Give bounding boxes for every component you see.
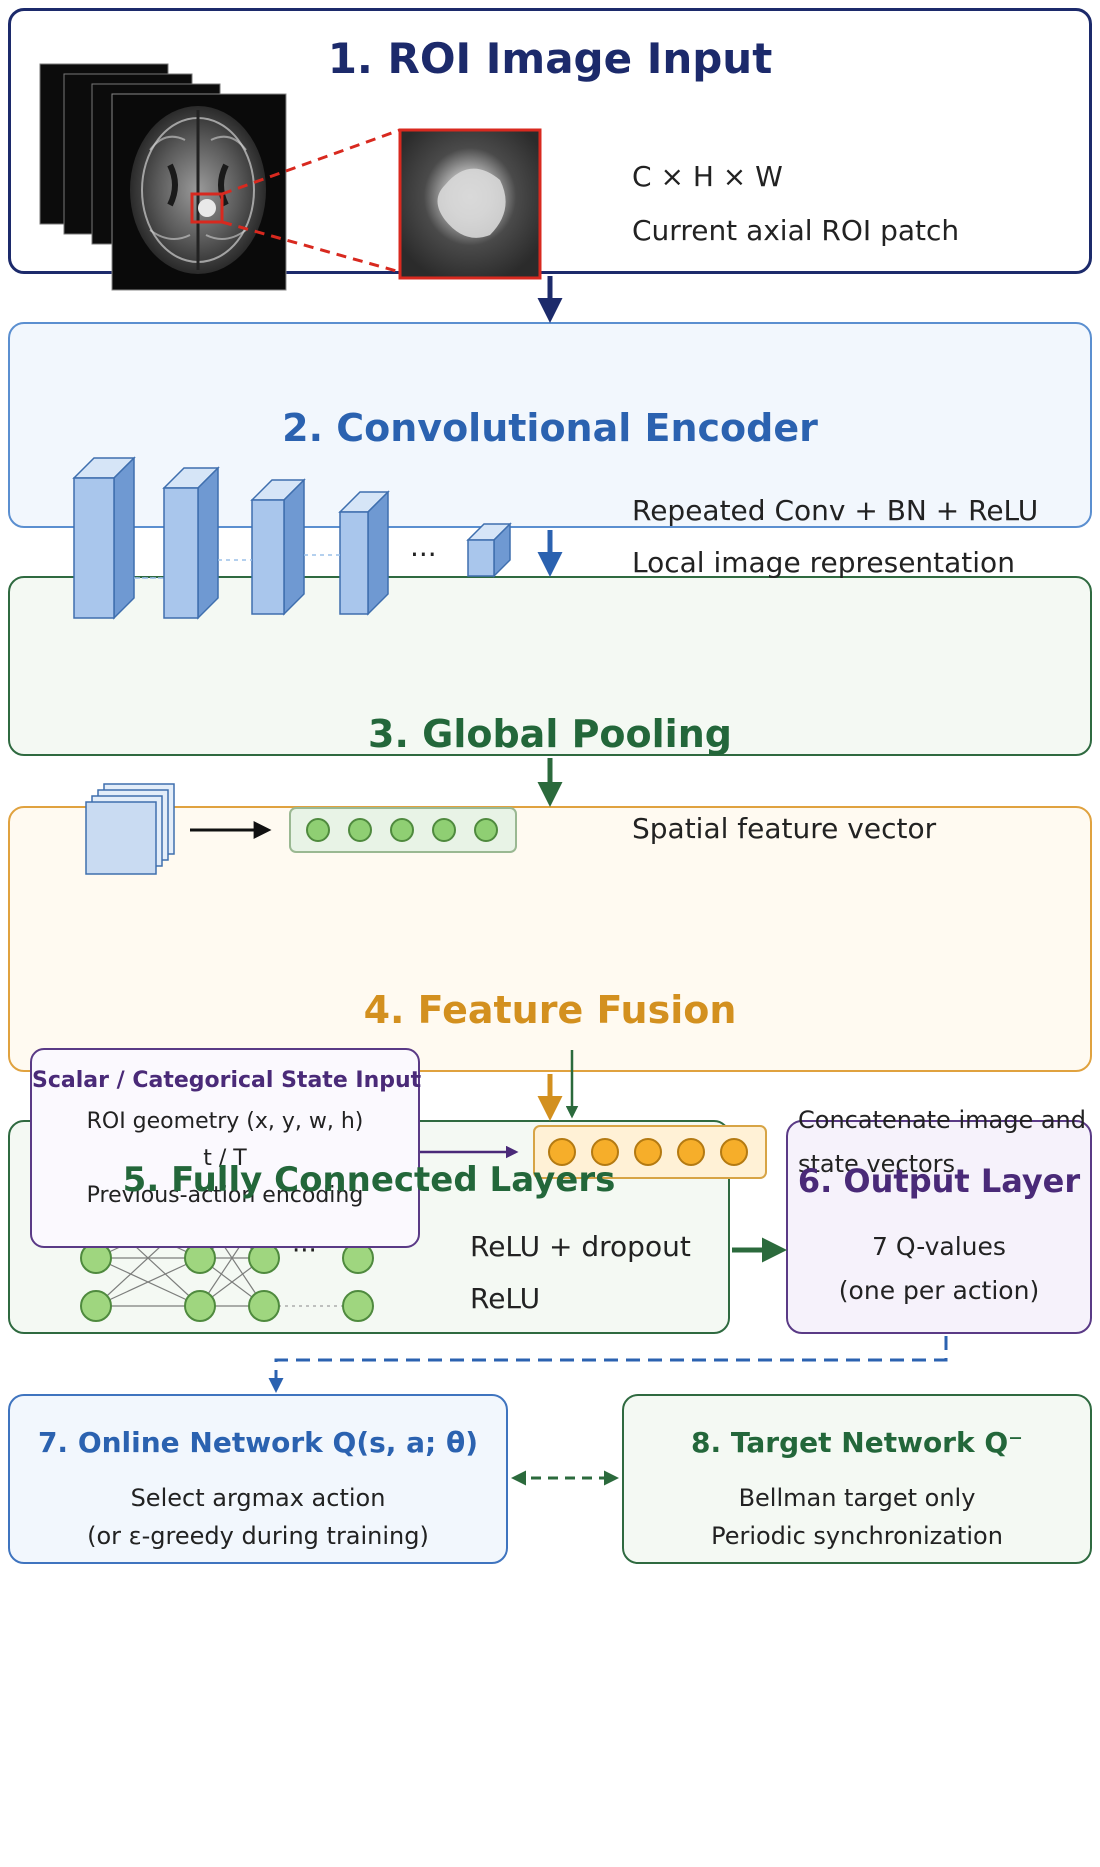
roi-patch — [398, 128, 542, 280]
state-input-line2: t / T — [203, 1146, 247, 1171]
stage2-line2: Local image representation — [632, 546, 1015, 579]
stage2-line1: Repeated Conv + BN + ReLU — [632, 494, 1039, 527]
fc-ellipsis: ··· — [292, 1236, 317, 1266]
state-input-line3: Previous-action encoding — [86, 1183, 364, 1208]
stage1-desc: Current axial ROI patch — [632, 214, 960, 247]
stage2-title: 2. Convolutional Encoder — [282, 406, 818, 450]
stage5-line1: ReLU + dropout — [470, 1230, 691, 1263]
state-input-line1: ROI geometry (x, y, w, h) — [86, 1109, 364, 1134]
stage5-title: 5. Fully Connected Layers — [122, 1160, 616, 1200]
mri-slice-stack — [39, 63, 287, 291]
stage4-line2: state vectors — [798, 1150, 956, 1178]
stage7-title: 7. Online Network Q(s, a; θ) — [37, 1426, 479, 1459]
arrow-6-7 — [268, 1336, 948, 1393]
stage4-box — [8, 806, 1092, 1072]
fused-vector — [533, 1125, 767, 1179]
stage8-line2: Periodic synchronization — [711, 1522, 1003, 1550]
state-input-title: Scalar / Categorical State Input — [32, 1068, 422, 1093]
stage3-line1: Spatial feature vector — [632, 812, 937, 845]
stage7-box — [8, 1394, 508, 1564]
stage6-line1: 7 Q-values — [872, 1232, 1006, 1261]
conv-blocks — [72, 456, 512, 620]
stage4-line1: Concatenate image and — [798, 1106, 1086, 1134]
stage6-line2: (one per action) — [838, 1276, 1040, 1305]
stage4-title: 4. Feature Fusion — [363, 988, 737, 1032]
stage8-title: 8. Target Network Q⁻ — [691, 1426, 1023, 1459]
spatial-feature-vector — [289, 807, 517, 853]
stage1-dims: C × H × W — [632, 160, 783, 193]
stage6-box — [786, 1120, 1092, 1334]
stage7-line1: Select argmax action — [130, 1484, 386, 1512]
state-input-box: Scalar / Categorical State Input ROI geo… — [30, 1048, 422, 1248]
stage3-title: 3. Global Pooling — [368, 712, 732, 756]
conv-ellipsis: ··· — [410, 538, 437, 571]
stage1-title: 1. ROI Image Input — [327, 34, 773, 83]
stage8-line1: Bellman target only — [738, 1484, 976, 1512]
stage8-box — [622, 1394, 1092, 1564]
stage5-line2: ReLU — [470, 1282, 541, 1315]
stage6-title: 6. Output Layer — [797, 1162, 1081, 1200]
feature-map-stack — [85, 783, 175, 875]
stage7-line2: (or ε-greedy during training) — [87, 1522, 429, 1550]
